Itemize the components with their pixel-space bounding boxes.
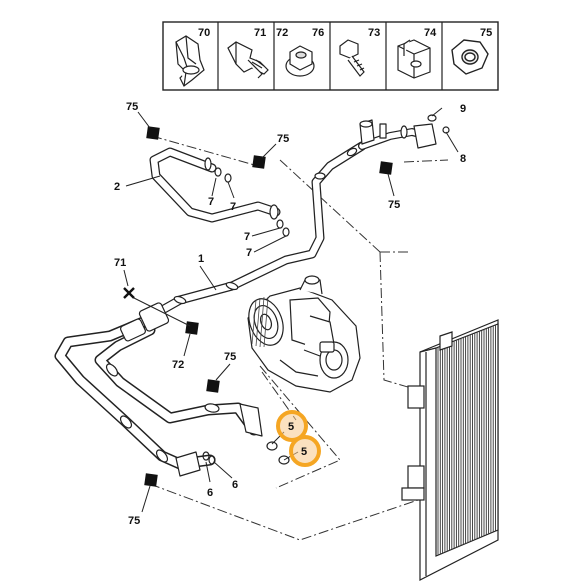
condenser (401, 319, 499, 581)
callout-7: 7 (244, 231, 250, 243)
leader-lines (123, 107, 459, 513)
callout-5: 5 (301, 446, 307, 458)
callout-75: 75 (277, 133, 289, 145)
legend-code-73: 73 (368, 27, 380, 39)
marker-square-75d (206, 379, 220, 393)
ac-compressor (247, 275, 361, 393)
fastener-markers (144, 126, 393, 487)
hose-clip-icon (175, 35, 205, 87)
callout-75: 75 (224, 351, 236, 363)
callout-7: 7 (208, 196, 214, 208)
callout-2: 2 (114, 181, 120, 193)
callout-75: 75 (126, 101, 138, 113)
legend-code-72: 72 (276, 27, 288, 39)
callout-7: 7 (246, 247, 252, 259)
fastener-legend: 70 71 72 76 73 74 75 (162, 21, 499, 91)
legend-code-76: 76 (312, 27, 324, 39)
callout-1: 1 (198, 253, 204, 265)
callout-7: 7 (230, 201, 236, 213)
highlighted-seals (276, 410, 321, 467)
callout-75: 75 (128, 515, 140, 527)
hex-bolt-icon (339, 39, 365, 77)
legend-code-74: 74 (424, 27, 437, 39)
marker-square-75e (144, 473, 158, 487)
callout-labels: 75 75 75 75 75 2 1 7 7 7 7 9 8 71 72 6 6… (114, 101, 466, 527)
callout-6: 6 (207, 487, 213, 499)
legend-code-75: 75 (480, 27, 492, 39)
legend-code-70: 70 (198, 27, 210, 39)
callout-6: 6 (232, 479, 238, 491)
callout-8: 8 (460, 153, 466, 165)
stud-bolt-icon (227, 41, 269, 79)
pipe-assembly (54, 119, 437, 477)
marker-square-75c (379, 161, 393, 175)
callout-9: 9 (460, 103, 466, 115)
stud-marker-cross (123, 287, 135, 299)
cage-nut-icon (397, 39, 431, 79)
callout-71: 71 (114, 257, 126, 269)
flange-nut-icon (285, 45, 315, 77)
callout-75: 75 (388, 199, 400, 211)
legend-code-71: 71 (254, 27, 266, 39)
hex-nut-icon (451, 39, 489, 75)
callout-5: 5 (288, 421, 294, 433)
marker-square-75a (146, 126, 160, 140)
callout-72: 72 (172, 359, 184, 371)
marker-square-72 (185, 321, 199, 335)
marker-square-75b (252, 155, 266, 169)
